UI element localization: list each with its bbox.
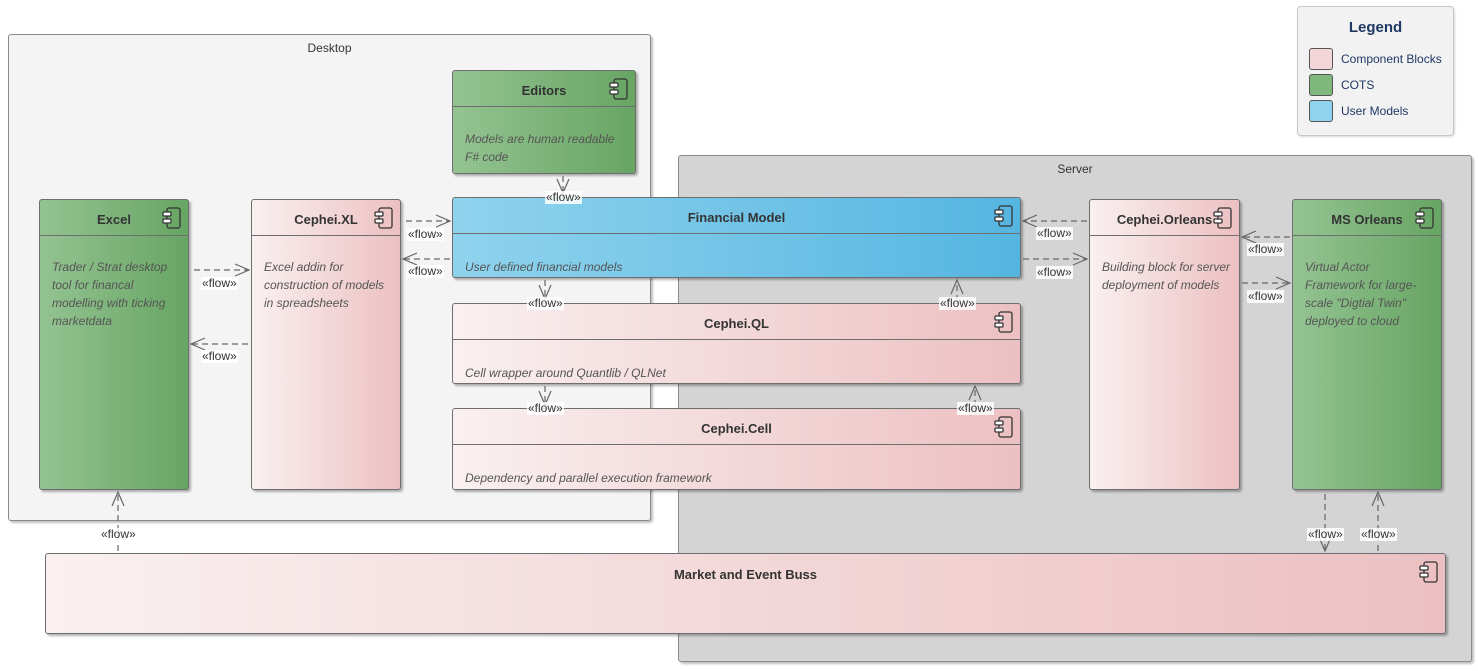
ms-orleans-header: MS Orleans [1293, 200, 1441, 236]
legend: Legend Component Blocks COTS User Models [1297, 6, 1454, 136]
cephei-orleans-description: Building block for server deployment of … [1102, 260, 1231, 292]
arrowhead [1371, 490, 1385, 507]
flow-label-fm-to-ql: «flow» [527, 296, 564, 310]
arrowhead [968, 384, 982, 401]
flow-label-excel-to-xl: «flow» [201, 276, 238, 290]
cephei-cell-component[interactable]: Cephei.Cell Dependency and parallel exec… [452, 408, 1021, 490]
cephei-orleans-title: Cephei.Orleans [1116, 212, 1213, 227]
arrowhead [950, 278, 964, 295]
cephei-xl-description: Excel addin for construction of models i… [264, 260, 385, 310]
financial-model-header: Financial Model [453, 198, 1020, 234]
flow-label-ql-to-fm: «flow» [939, 296, 976, 310]
component-icon [609, 78, 628, 100]
component-icon [1213, 207, 1232, 229]
arrowhead [234, 263, 251, 277]
component-icon [162, 207, 181, 229]
arrowhead [1021, 214, 1038, 228]
component-icon [374, 207, 393, 229]
editors-header: Editors [453, 71, 635, 107]
cephei-ql-title: Cephei.QL [703, 316, 769, 331]
flow-label-ql-to-cell: «flow» [527, 401, 564, 415]
legend-swatch [1309, 48, 1333, 70]
cephei-orleans-component[interactable]: Cephei.Orleans Building block for server… [1089, 199, 1240, 490]
cephei-ql-component[interactable]: Cephei.QL Cell wrapper around Quantlib /… [452, 303, 1021, 384]
excel-title: Excel [97, 212, 131, 227]
flow-label-orleans-to-fm: «flow» [1036, 226, 1073, 240]
cephei-cell-title: Cephei.Cell [701, 421, 772, 436]
arrowhead [401, 252, 418, 266]
component-icon [994, 311, 1013, 333]
financial-model-title: Financial Model [687, 210, 786, 225]
market-buss-title: Market and Event Buss [673, 567, 818, 582]
arrowhead [1318, 536, 1332, 553]
cephei-xl-component[interactable]: Cephei.XL Excel addin for construction o… [251, 199, 401, 490]
desktop-package-title: Desktop [307, 41, 352, 55]
component-icon [994, 205, 1013, 227]
component-icon [1415, 207, 1434, 229]
arrowhead [189, 337, 206, 351]
legend-swatch [1309, 74, 1333, 96]
flow-label-cephei-to-ms-orleans: «flow» [1247, 289, 1284, 303]
component-icon [1419, 561, 1438, 583]
flow-label-ms-to-cephei-orleans: «flow» [1247, 242, 1284, 256]
flow-label-xl-to-excel: «flow» [201, 349, 238, 363]
editors-component[interactable]: Editors Models are human readable F# cod… [452, 70, 636, 174]
flow-label-ms-orleans-to-buss: «flow» [1307, 527, 1344, 541]
market-buss-component[interactable]: Market and Event Buss [45, 553, 1446, 634]
flow-label-buss-to-ms-orleans: «flow» [1360, 527, 1397, 541]
cephei-ql-header: Cephei.QL [453, 304, 1020, 340]
financial-model-component[interactable]: Financial Model User defined financial m… [452, 197, 1021, 278]
component-icon [994, 416, 1013, 438]
excel-header: Excel [40, 200, 188, 236]
cephei-cell-description: Dependency and parallel execution framew… [465, 471, 712, 485]
arrowhead [1275, 276, 1292, 290]
flow-label-editors-to-fm: «flow» [545, 190, 582, 204]
ms-orleans-description: Virtual Actor Framework for large-scale … [1305, 260, 1417, 328]
cephei-cell-header: Cephei.Cell [453, 409, 1020, 445]
excel-component[interactable]: Excel Trader / Strat desktop tool for fi… [39, 199, 189, 490]
financial-model-description: User defined financial models [465, 260, 623, 274]
legend-label: Component Blocks [1341, 52, 1442, 66]
ms-orleans-title: MS Orleans [1331, 212, 1403, 227]
arrowhead [435, 214, 452, 228]
cephei-xl-header: Cephei.XL [252, 200, 400, 236]
legend-title: Legend [1348, 19, 1403, 36]
flow-label-fm-to-orleans: «flow» [1036, 265, 1073, 279]
arrowhead [1072, 252, 1089, 266]
flow-label-buss-to-excel: «flow» [100, 527, 137, 541]
editors-title: Editors [521, 83, 567, 98]
flow-label-fm-to-xl: «flow» [407, 264, 444, 278]
excel-description: Trader / Strat desktop tool for financal… [52, 260, 168, 328]
cephei-ql-description: Cell wrapper around Quantlib / QLNet [465, 366, 666, 380]
flow-label-cell-to-ql: «flow» [957, 401, 994, 415]
flow-label-xl-to-fm: «flow» [407, 227, 444, 241]
legend-swatch [1309, 100, 1333, 122]
server-package-title: Server [1057, 162, 1093, 176]
editors-description: Models are human readable F# code [465, 132, 615, 164]
cephei-orleans-header: Cephei.Orleans [1090, 200, 1239, 236]
arrowhead [111, 490, 125, 507]
ms-orleans-component[interactable]: MS Orleans Virtual Actor Framework for l… [1292, 199, 1442, 490]
legend-label: User Models [1341, 104, 1409, 118]
legend-label: COTS [1341, 78, 1375, 92]
arrowhead [1240, 230, 1257, 244]
cephei-xl-title: Cephei.XL [294, 212, 358, 227]
